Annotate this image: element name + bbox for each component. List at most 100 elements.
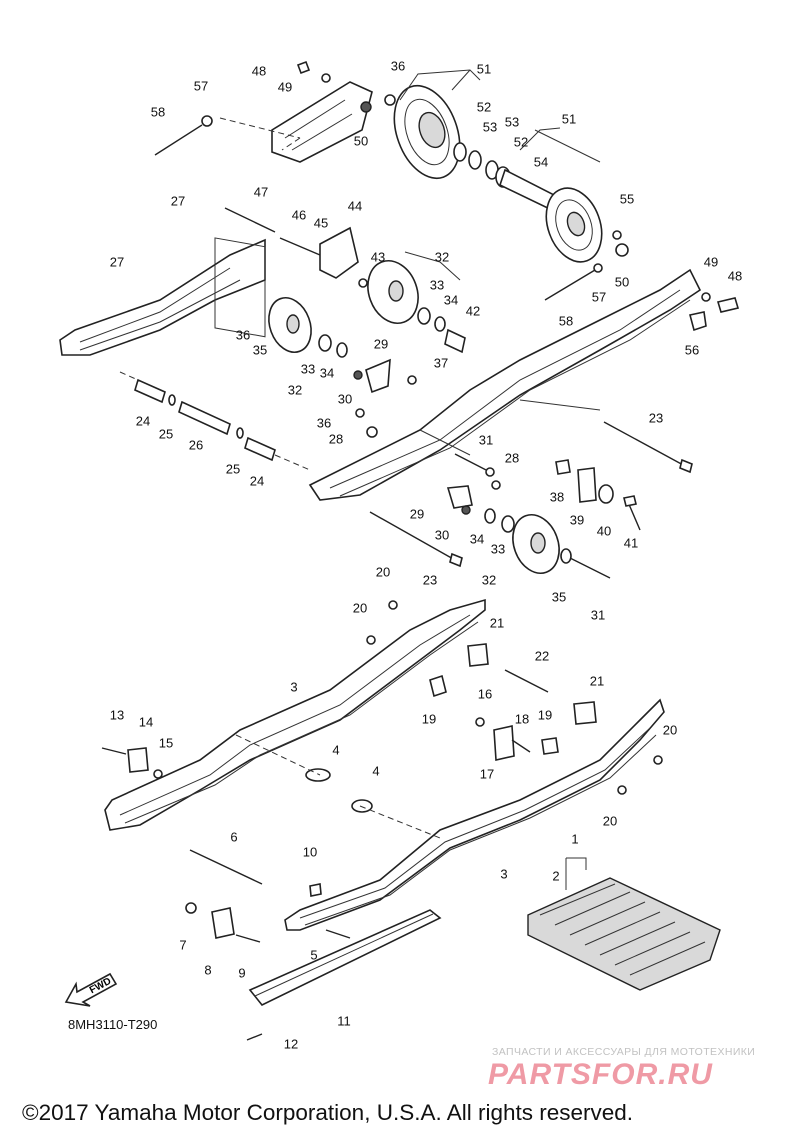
part-callout-29: 29 xyxy=(374,336,388,351)
part-callout-40: 40 xyxy=(597,523,611,538)
part-callout-38: 38 xyxy=(550,489,564,504)
part-callout-6: 6 xyxy=(230,829,237,844)
part-callout-3: 3 xyxy=(290,679,297,694)
middle-idler-wheels xyxy=(268,260,466,394)
part-callout-32: 32 xyxy=(482,572,496,587)
part-callout-33: 33 xyxy=(301,361,315,376)
diagram-code: 8MH3110-T290 xyxy=(68,1017,158,1032)
part-callout-50: 50 xyxy=(354,133,368,148)
part-callout-12: 12 xyxy=(284,1036,298,1051)
part-callout-31: 31 xyxy=(591,607,605,622)
part-callout-46: 46 xyxy=(292,207,306,222)
upper-sprocket-rear xyxy=(545,187,629,263)
part-callout-51: 51 xyxy=(477,61,491,76)
part-callout-26: 26 xyxy=(189,437,203,452)
part-callout-44: 44 xyxy=(348,198,362,213)
part-callout-27: 27 xyxy=(110,254,124,269)
part-callout-17: 17 xyxy=(480,766,494,781)
part-callout-13: 13 xyxy=(110,707,124,722)
part-callout-24: 24 xyxy=(136,413,150,428)
middle-crossshaft xyxy=(279,226,368,288)
part-callout-57: 57 xyxy=(194,78,208,93)
upper-bolts-left xyxy=(154,60,372,156)
lower-wear-strip xyxy=(248,909,442,1007)
part-callout-25: 25 xyxy=(226,461,240,476)
part-callout-21: 21 xyxy=(590,673,604,688)
part-callout-56: 56 xyxy=(685,342,699,357)
part-callout-20: 20 xyxy=(353,600,367,615)
part-callout-43: 43 xyxy=(371,249,385,264)
part-callout-58: 58 xyxy=(559,313,573,328)
part-callout-16: 16 xyxy=(478,686,492,701)
part-callout-34: 34 xyxy=(320,365,334,380)
part-callout-47: 47 xyxy=(254,184,268,199)
part-callout-39: 39 xyxy=(570,512,584,527)
part-callout-30: 30 xyxy=(338,391,352,406)
part-callout-52: 52 xyxy=(477,99,491,114)
part-callout-29: 29 xyxy=(410,506,424,521)
part-callout-33: 33 xyxy=(430,277,444,292)
copyright-notice: ©2017 Yamaha Motor Corporation, U.S.A. A… xyxy=(22,1100,634,1125)
part-callout-24: 24 xyxy=(250,473,264,488)
part-callout-57: 57 xyxy=(592,289,606,304)
part-callout-22: 22 xyxy=(535,648,549,663)
part-callout-32: 32 xyxy=(288,382,302,397)
part-callout-36: 36 xyxy=(317,415,331,430)
part-callout-48: 48 xyxy=(728,268,742,283)
part-callout-41: 41 xyxy=(624,535,638,550)
middle-long-rods xyxy=(369,421,693,568)
part-callout-20: 20 xyxy=(603,813,617,828)
part-callout-10: 10 xyxy=(303,844,317,859)
part-callout-19: 19 xyxy=(422,711,436,726)
lower-hardware xyxy=(101,600,663,1041)
part-callout-32: 32 xyxy=(435,249,449,264)
upper-sprocket-shaft xyxy=(453,142,561,214)
watermark-brand: PARTSFOR.RU xyxy=(488,1058,713,1091)
part-callout-15: 15 xyxy=(159,735,173,750)
part-callout-28: 28 xyxy=(329,431,343,446)
lower-rail-left xyxy=(104,598,486,831)
middle-left-rail xyxy=(59,207,276,356)
upper-sprocket-front xyxy=(384,84,461,180)
part-callout-20: 20 xyxy=(663,722,677,737)
part-callout-11: 11 xyxy=(337,1013,351,1028)
part-callout-37: 37 xyxy=(434,355,448,370)
part-callout-55: 55 xyxy=(620,191,634,206)
lower-rail-right xyxy=(284,698,665,931)
part-callout-52: 52 xyxy=(514,134,528,149)
part-callout-3: 3 xyxy=(500,866,507,881)
part-callout-54: 54 xyxy=(534,154,548,169)
part-callout-8: 8 xyxy=(204,962,211,977)
part-callout-18: 18 xyxy=(515,711,529,726)
part-callout-5: 5 xyxy=(310,947,317,962)
part-callout-45: 45 xyxy=(314,215,328,230)
part-callout-49: 49 xyxy=(278,79,292,94)
part-callout-51: 51 xyxy=(562,111,576,126)
part-callout-53: 53 xyxy=(483,119,497,134)
lower-leader-lines xyxy=(235,734,587,890)
part-callout-50: 50 xyxy=(615,274,629,289)
middle-main-rail xyxy=(308,263,740,501)
middle-right-mounts xyxy=(555,459,641,531)
watermark-tagline: ЗАПЧАСТИ И АКСЕССУАРЫ ДЛЯ МОТОТЕХНИКИ xyxy=(492,1046,756,1058)
part-callout-31: 31 xyxy=(479,432,493,447)
lower-track xyxy=(527,877,721,991)
part-callout-21: 21 xyxy=(490,615,504,630)
part-callout-19: 19 xyxy=(538,707,552,722)
part-callout-36: 36 xyxy=(236,327,250,342)
part-callout-33: 33 xyxy=(491,541,505,556)
part-callout-23: 23 xyxy=(649,410,663,425)
part-callout-2: 2 xyxy=(552,868,559,883)
part-callout-36: 36 xyxy=(391,58,405,73)
part-callout-42: 42 xyxy=(466,303,480,318)
middle-lower-wheel xyxy=(446,453,611,579)
middle-leader-lines xyxy=(399,69,601,456)
part-callout-49: 49 xyxy=(704,254,718,269)
middle-spacers xyxy=(119,371,311,471)
part-callout-1: 1 xyxy=(571,831,578,846)
part-callout-25: 25 xyxy=(159,426,173,441)
part-callout-35: 35 xyxy=(552,589,566,604)
part-callout-4: 4 xyxy=(332,742,339,757)
